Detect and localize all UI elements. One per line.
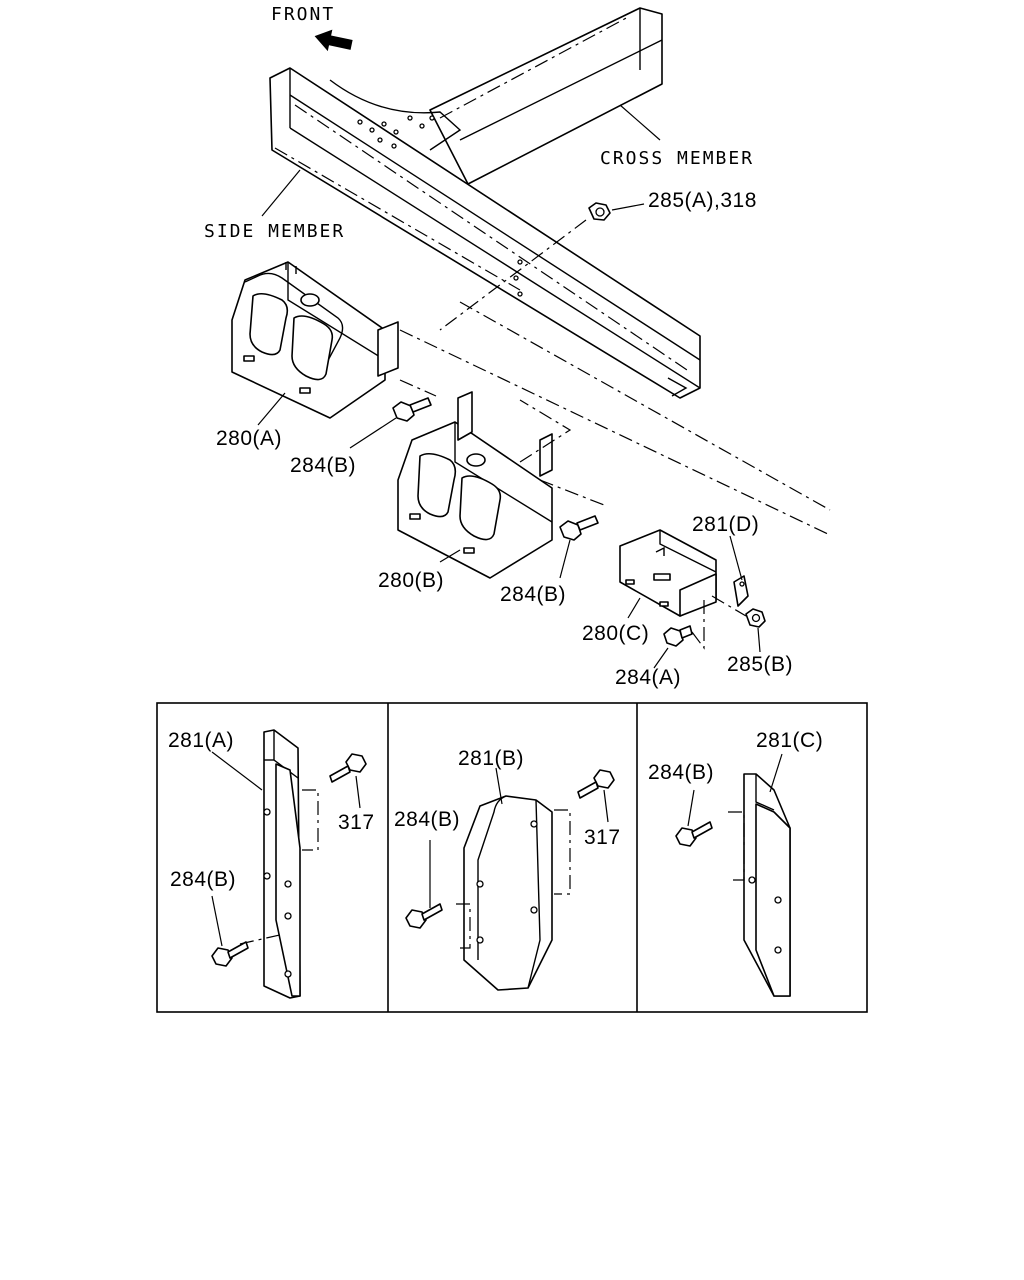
panel2-bolt-b-label: 317	[584, 826, 621, 849]
callout-285b: 285(B)	[727, 653, 793, 676]
bolt-317-icon-2	[577, 769, 615, 799]
panel3-bolt-a-label: 284(B)	[648, 761, 714, 784]
callout-284b-2: 284(B)	[500, 583, 566, 606]
bolt-284b-icon-2	[559, 515, 599, 541]
panel3-bracket-label: 281(C)	[756, 729, 823, 752]
detail-panel-281b	[405, 769, 615, 991]
panel2-bolt-a-label: 284(B)	[394, 808, 460, 831]
nut-285a-icon	[588, 202, 611, 221]
callout-285a-318: 285(A),318	[648, 189, 757, 212]
bolt-284b-icon-5	[675, 821, 713, 847]
detail-panel-281a	[211, 729, 367, 999]
side-member	[269, 67, 701, 399]
callout-281d: 281(D)	[692, 513, 759, 536]
bolt-284b-icon	[392, 397, 432, 422]
rivet-holes	[357, 115, 523, 297]
detail-panel-281c	[675, 773, 791, 997]
panel1-bolt-a-label: 317	[338, 811, 375, 834]
front-arrow-icon	[314, 29, 353, 52]
callout-280c: 280(C)	[582, 622, 649, 645]
bolt-284a-icon	[663, 625, 693, 647]
cover-280b	[397, 391, 553, 579]
front-label: FRONT	[271, 4, 335, 25]
callout-280b: 280(B)	[378, 569, 444, 592]
panel1-bracket-label: 281(A)	[168, 729, 234, 752]
nut-285b-icon	[745, 608, 766, 628]
panel1-bolt-b-label: 284(B)	[170, 868, 236, 891]
side-member-label: SIDE MEMBER	[204, 221, 345, 242]
callout-280a: 280(A)	[216, 427, 282, 450]
bolt-317-icon	[329, 753, 367, 783]
cross-member	[429, 7, 663, 185]
bolt-284b-icon-4	[405, 903, 443, 929]
panel2-bracket-label: 281(B)	[458, 747, 524, 770]
cover-280c	[619, 529, 717, 617]
bolt-284b-icon-3	[211, 941, 249, 967]
bracket-281d	[733, 575, 749, 607]
detail-panels-frame	[156, 702, 868, 1013]
callout-284a: 284(A)	[615, 666, 681, 689]
callout-284b-1: 284(B)	[290, 454, 356, 477]
cross-member-label: CROSS MEMBER	[600, 148, 754, 169]
cover-280a	[231, 261, 399, 419]
